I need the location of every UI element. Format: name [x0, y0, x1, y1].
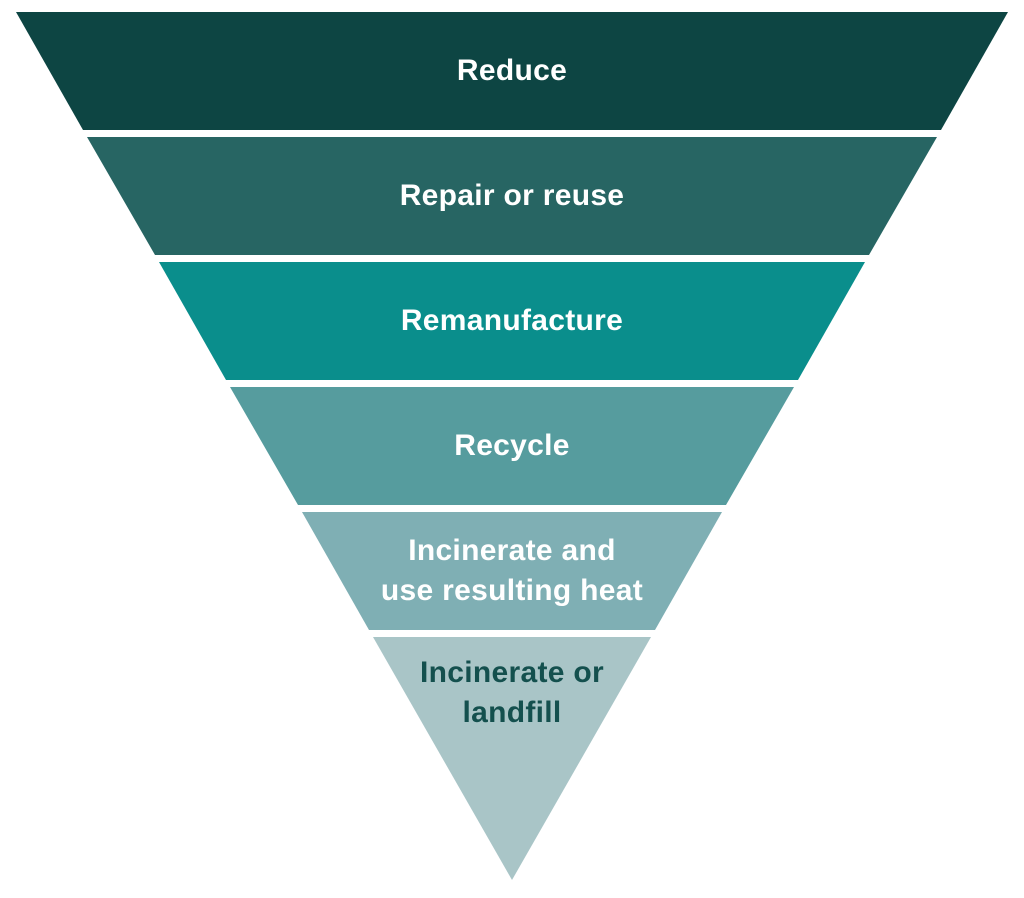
funnel-tier-remanufacture: Remanufacture: [159, 262, 865, 380]
tier-label-repair-or-reuse: Repair or reuse: [399, 179, 625, 212]
funnel-tier-repair-or-reuse: Repair or reuse: [87, 137, 937, 255]
funnel-tier-reduce: Reduce: [16, 12, 1008, 130]
tier-label-recycle: Recycle: [454, 429, 570, 462]
tier-label-remanufacture: Remanufacture: [400, 304, 624, 337]
funnel-tier-incinerate-or-landfill: Incinerate or landfill: [373, 637, 651, 880]
tier-label-reduce: Reduce: [456, 54, 568, 87]
funnel-tier-recycle: Recycle: [230, 387, 794, 505]
tier-label-incinerate-use-heat: Incinerate and use resulting heat: [380, 534, 644, 607]
funnel-tier-incinerate-use-heat: Incinerate and use resulting heat: [302, 512, 722, 630]
tier-label-incinerate-or-landfill: Incinerate or landfill: [420, 656, 604, 729]
